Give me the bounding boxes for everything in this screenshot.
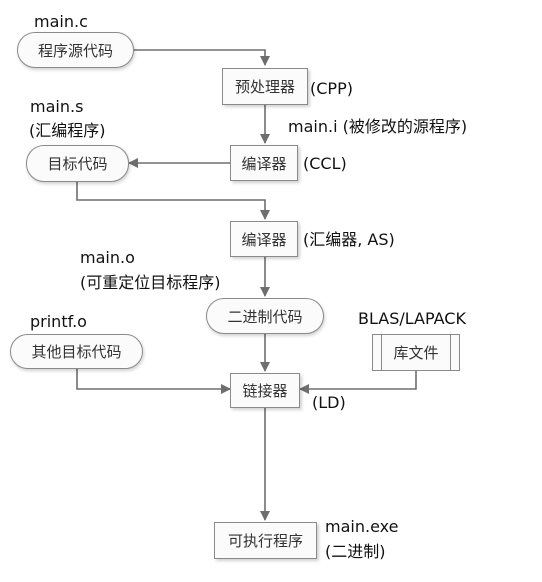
library-file-node: 库文件 (372, 334, 460, 371)
label-cpp: (CPP) (310, 79, 353, 98)
linker-node: 链接器 (230, 373, 300, 408)
source-code-node: 程序源代码 (17, 32, 134, 68)
executable-node: 可执行程序 (214, 522, 317, 559)
label-asm-program: (汇编程序) (29, 121, 106, 140)
label-main-c: main.c (34, 12, 88, 31)
label-binary-note: (二进制) (325, 542, 386, 561)
asm-target-code-node: 目标代码 (26, 145, 129, 182)
label-main-s: main.s (30, 97, 84, 116)
assembler-node: 编译器 (230, 221, 298, 257)
compiler-node: 编译器 (230, 145, 298, 181)
label-ld: (LD) (312, 393, 346, 412)
label-printf-o: printf.o (30, 312, 87, 331)
label-ccl: (CCL) (303, 154, 347, 173)
label-as: (汇编器, AS) (303, 230, 395, 249)
arrow-library-to-linker (299, 371, 417, 394)
label-main-exe: main.exe (325, 517, 399, 536)
other-target-code-node: 其他目标代码 (10, 334, 143, 369)
binary-code-node: 二进制代码 (206, 298, 324, 334)
label-relocatable: (可重定位目标程序) (80, 273, 221, 292)
label-blas-lapack: BLAS/LAPACK (358, 309, 466, 328)
label-main-i: main.i (被修改的源程序) (288, 117, 468, 136)
arrow-other-targets-to-linker (76, 369, 231, 394)
arrow-asm-target-to-assembler (76, 182, 270, 220)
label-main-o: main.o (80, 248, 135, 267)
preprocessor-node: 预处理器 (222, 68, 308, 105)
arrow-source-to-preprocessor (134, 49, 270, 66)
